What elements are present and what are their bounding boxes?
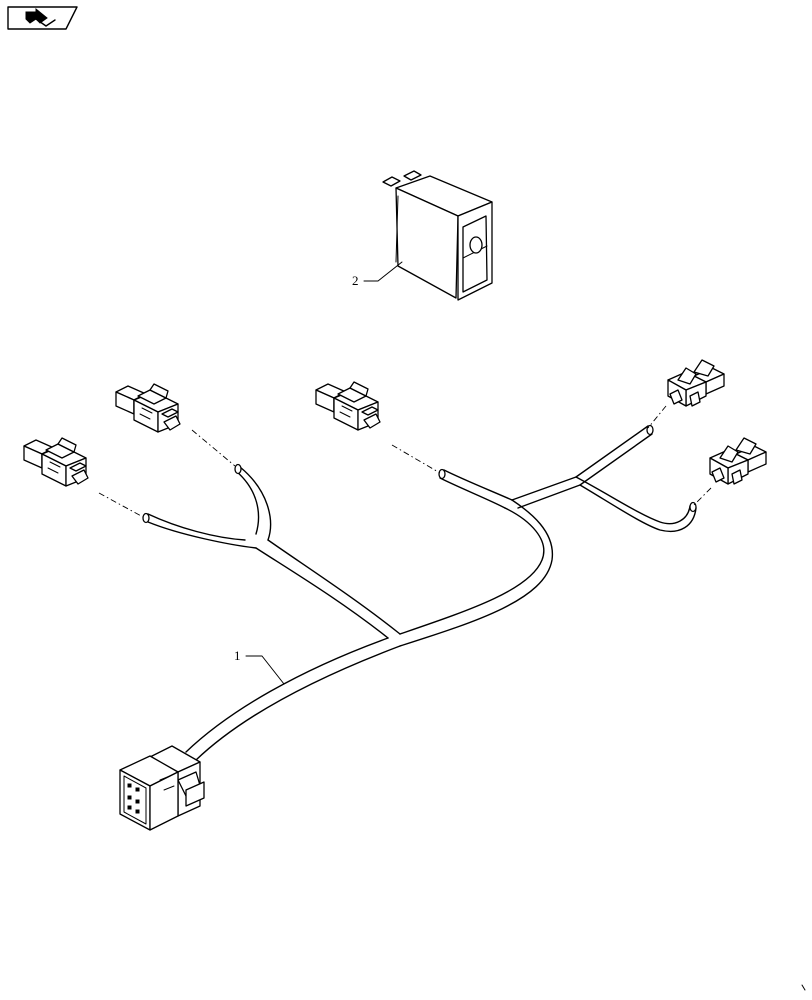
connector-middle [315,381,381,431]
callout-2-label: 2 [352,273,359,288]
callout-2: 2 [352,261,403,288]
connector-left-lower [23,437,89,487]
connector-right-lower [709,437,767,485]
rocker-switch [382,170,493,301]
page-nav-arrow-icon[interactable] [7,6,78,30]
wire-harness [142,424,697,761]
callout-1-label: 1 [234,648,241,663]
corner-mark [801,984,806,991]
harness-main-connector [119,745,205,831]
connector-right-upper [667,359,725,407]
connection-dashes [98,405,712,518]
connector-left-upper [115,383,181,433]
callout-1: 1 [234,648,285,685]
